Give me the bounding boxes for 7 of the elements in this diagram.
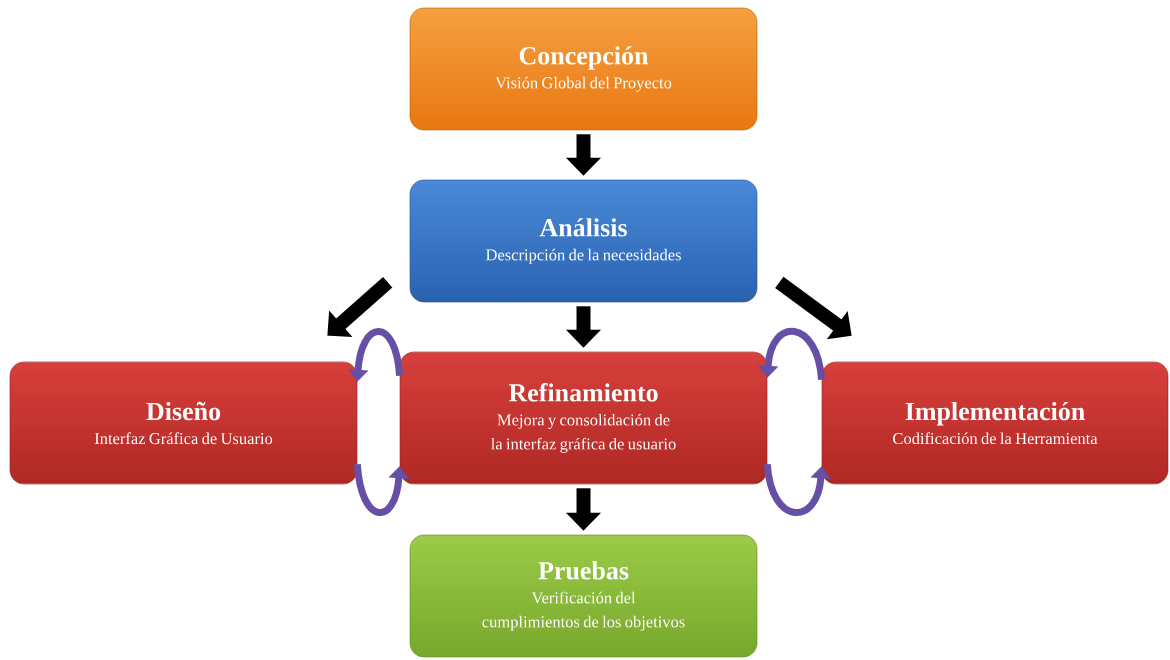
process-box: Diseño Interfaz Gráfica de Usuario xyxy=(9,361,358,485)
process-box: Implementación Codificación de la Herramienta xyxy=(821,361,1169,485)
process-box: Concepción Visión Global del Proyecto xyxy=(409,7,758,131)
process-box: Pruebas Verificación del cumplimientos de los objetivos xyxy=(409,534,758,658)
process-box: Refinamiento Mejora y consolidación de la interfaz gráfica de usuario xyxy=(399,351,768,485)
arrow xyxy=(327,277,393,337)
process-box: Análisis Descripción de la necesidades xyxy=(409,179,758,303)
